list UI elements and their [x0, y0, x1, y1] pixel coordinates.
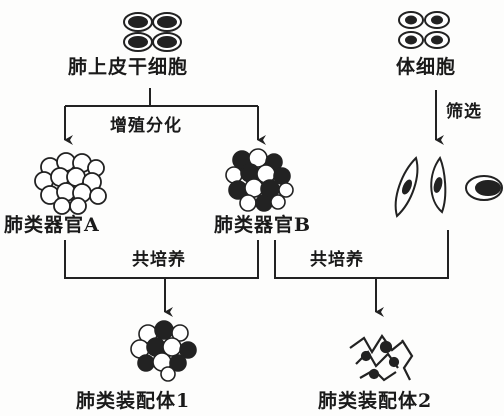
spindle-cell — [431, 158, 445, 212]
label-somatic-cell: 体细胞 — [396, 58, 456, 77]
label-coculture-right: 共培养 — [310, 252, 364, 269]
label-screening: 筛选 — [446, 104, 482, 121]
label-lung-epithelial-stem-cell: 肺上皮干细胞 — [68, 58, 188, 77]
label-lung-organoid-b: 肺类器官B — [214, 216, 311, 235]
stem-cell — [153, 33, 181, 51]
somatic-cell — [425, 32, 449, 48]
somatic-cell — [399, 32, 423, 48]
stem-cell-cluster — [124, 13, 181, 51]
somatic-cell-cluster — [399, 12, 449, 48]
assembloid-1-cluster — [131, 321, 196, 381]
label-lung-organoid-a: 肺类器官A — [4, 216, 100, 235]
somatic-cell — [425, 12, 449, 28]
label-proliferation-differentiation: 增殖分化 — [110, 118, 182, 135]
spindle-cell — [396, 158, 418, 216]
label-assembloid-2: 肺类装配体2 — [318, 392, 432, 411]
stem-cell — [124, 33, 152, 51]
label-coculture-left: 共培养 — [132, 252, 186, 269]
stem-cell — [153, 13, 181, 31]
stem-cell — [124, 13, 152, 31]
coculture-connectors — [65, 230, 448, 312]
oval-cell — [466, 176, 502, 200]
assembloid-2-cluster — [350, 336, 412, 380]
somatic-cell — [399, 12, 423, 28]
screened-cells — [396, 158, 502, 216]
label-assembloid-1: 肺类装配体1 — [76, 392, 190, 411]
organoid-a-cluster — [35, 153, 106, 214]
organoid-b-cluster — [226, 149, 293, 211]
